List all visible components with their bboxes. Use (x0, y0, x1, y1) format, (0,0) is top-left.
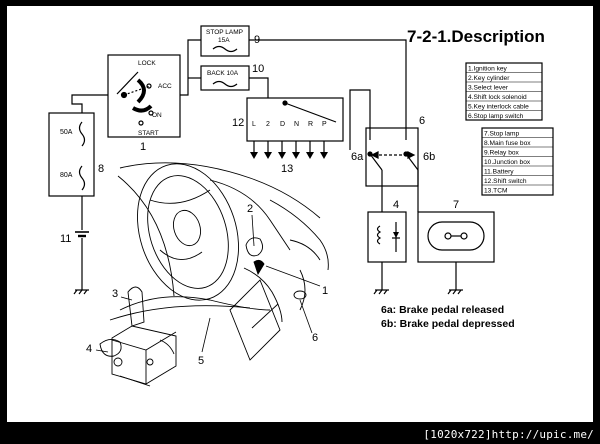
svg-text:LOCK: LOCK (138, 60, 156, 67)
shift-position-d: D (280, 121, 285, 128)
svg-text:START: START (138, 130, 159, 137)
callout-12: 12 (232, 117, 244, 129)
svg-text:15A: 15A (218, 37, 230, 44)
note-6b: 6b: Brake pedal depressed (381, 318, 515, 330)
callout-5: 5 (198, 355, 204, 367)
callout-1-top: 1 (140, 141, 146, 153)
legend-1-item: 5.Key interlock cable (468, 103, 529, 110)
legend-2-item: 9.Relay box (484, 149, 520, 156)
callout-3: 3 (112, 288, 118, 300)
stop-lamp-switch (365, 127, 419, 187)
svg-text:STOP LAMP: STOP LAMP (206, 29, 243, 36)
legend-2-item: 7.Stop lamp (484, 130, 520, 137)
stop-lamp-fuse: STOP LAMP 15A (200, 25, 250, 57)
legend-box-1: 1.Ignition key 2.Key cylinder 3.Select lev… (465, 62, 543, 121)
tcm-arrow-icon (320, 152, 328, 159)
legend-2-item: 12.Shift switch (484, 178, 527, 185)
battery (73, 196, 89, 295)
legend-1-item: 6.Stop lamp switch (468, 113, 524, 120)
main-fuse-box: 50A 80A (48, 112, 95, 197)
callout-6-top: 6 (419, 115, 425, 127)
svg-text:BACK 10A: BACK 10A (207, 70, 239, 77)
callout-8: 8 (98, 163, 104, 175)
callout-1: 1 (322, 285, 328, 297)
legend-2-item: 10.Junction box (484, 159, 531, 166)
legend-box-2: 7.Stop lamp 8.Main fuse box 9.Relay box 10.… (481, 127, 554, 196)
image-host-footer: [1020x722]http://upic.me/ (423, 428, 594, 441)
callout-13: 13 (281, 163, 293, 175)
leader-lines (95, 214, 321, 353)
tcm-arrow-icon (250, 152, 258, 159)
shift-switch: L 2 D N R P (246, 97, 344, 159)
tcm-arrow-icon (306, 152, 314, 159)
ignition-switch: LOCK ACC ON START (107, 54, 181, 138)
tcm-arrow-icon (278, 152, 286, 159)
back-fuse: BACK 10A (200, 65, 250, 91)
svg-text:ACC: ACC (158, 83, 172, 90)
tcm-arrow-icon (264, 152, 272, 159)
legend-1-item: 3.Select lever (468, 84, 509, 91)
shift-position-p: P (322, 121, 327, 128)
page-title: 7-2-1.Description (407, 27, 545, 46)
callout-2: 2 (247, 203, 253, 215)
callout-11: 11 (60, 233, 71, 245)
legend-2-item: 8.Main fuse box (484, 140, 531, 147)
shift-position-r: R (308, 121, 313, 128)
callout-6: 6 (312, 332, 318, 344)
legend-1-item: 2.Key cylinder (468, 75, 510, 82)
tcm-arrow-icon (292, 152, 300, 159)
shift-position-l: L (252, 121, 256, 128)
svg-text:ON: ON (152, 112, 162, 119)
callout-6b: 6b (423, 151, 435, 163)
interior-sketch (99, 162, 329, 387)
shift-position-2: 2 (266, 121, 270, 128)
callout-6a: 6a (351, 151, 364, 163)
legend-2-item: 13.TCM (484, 187, 507, 194)
shift-lock-solenoid (367, 186, 407, 295)
callout-10: 10 (252, 63, 264, 75)
wires (71, 39, 407, 150)
callout-4: 4 (86, 343, 92, 355)
legend-2-item: 11.Battery (484, 168, 514, 175)
legend-1-item: 1.Ignition key (468, 65, 508, 72)
stop-lamp (417, 186, 495, 295)
shift-position-n: N (294, 121, 299, 128)
legend-1-item: 4.Shift lock solenoid (468, 94, 527, 101)
svg-text:80A: 80A (60, 172, 73, 179)
note-6a: 6a: Brake pedal released (381, 304, 504, 316)
svg-text:50A: 50A (60, 129, 73, 136)
callout-7: 7 (453, 199, 459, 211)
callout-4-top: 4 (393, 199, 399, 211)
